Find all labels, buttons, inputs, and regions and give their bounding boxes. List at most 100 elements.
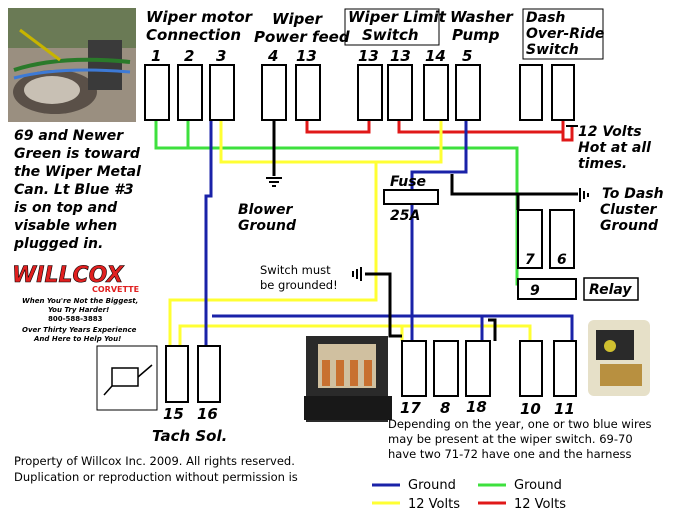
heading-wiper-motor-1: Wiper motor <box>146 8 254 26</box>
terminal-number: 4 <box>267 47 278 65</box>
fuse-label: Fuse <box>390 174 426 190</box>
headings: Wiper motor Connection Wiper Power feed … <box>146 8 604 58</box>
legend-label-blue: Ground <box>408 478 456 493</box>
terminal-number: 18 <box>466 398 487 416</box>
dash-ground-label-2: Cluster <box>600 202 658 218</box>
terminal-18 <box>465 340 491 397</box>
terminal-10 <box>519 340 543 397</box>
terminal-number: 6 <box>557 252 567 268</box>
dash-override-box <box>522 8 604 60</box>
terminal-2 <box>177 64 203 121</box>
heading-wiper-limit-1: Wiper Limit <box>348 8 447 26</box>
blue-wire-3 <box>204 120 213 346</box>
note-line: visable when <box>14 218 117 234</box>
terminal-13b <box>357 64 383 121</box>
logo-phone: 800-588-3883 <box>48 315 103 323</box>
green-wire-branch <box>154 120 188 150</box>
terminal-14 <box>423 64 449 121</box>
yellow-wire-fuse <box>168 162 378 346</box>
wiper-motor-photo <box>8 8 136 122</box>
willcox-logo: WILLCOX CORVETTE When You're Not the Big… <box>12 263 139 343</box>
terminal-4 <box>261 64 287 121</box>
terminal-dash-a <box>519 64 543 121</box>
note-line: plugged in. <box>13 236 103 252</box>
terminal-8 <box>433 340 459 397</box>
dash-ground-label-1: To Dash <box>602 186 664 202</box>
note-line: the Wiper Metal <box>14 164 141 180</box>
terminal-dash-b <box>551 64 575 121</box>
switch-grounded-label-1: Switch must <box>260 263 331 277</box>
wiper-switch-photo <box>304 336 392 422</box>
ground-symbol-dash <box>579 188 589 202</box>
red-wire-13 <box>305 120 371 134</box>
dash-ground-label-3: Ground <box>600 218 659 234</box>
green-wire-note: 69 and Newer Green is toward the Wiper M… <box>13 128 141 252</box>
switch-ground-wire <box>365 272 402 338</box>
legend-label-green: Ground <box>514 478 562 493</box>
heading-washer-1: Washer <box>450 8 514 26</box>
terminal-11 <box>553 340 577 397</box>
copyright-line: Property of Willcox Inc. 2009. All right… <box>14 454 295 468</box>
dash-ground-wire <box>450 174 578 210</box>
heading-wiper-motor-2: Connection <box>146 26 241 44</box>
note-line: is on top and <box>14 200 118 216</box>
tach-sol-label: Tach Sol. <box>152 427 227 445</box>
note-line: Depending on the year, one or two blue w… <box>388 417 652 431</box>
note-line: may be present at the wiper switch. 69-7… <box>388 432 633 446</box>
red-wire-14 <box>397 120 565 134</box>
terminal-numbers: 1 2 3 4 13 13 13 14 5 7 6 9 17 8 18 10 1… <box>151 47 575 423</box>
terminal-number: 14 <box>425 47 446 65</box>
heading-dash-2: Over-Ride <box>526 26 604 42</box>
fuse-rating: 25A <box>390 208 420 224</box>
blue-wire-note: Depending on the year, one or two blue w… <box>388 417 652 461</box>
note-line: have two 71-72 have one and the harness <box>388 447 632 461</box>
logo-tagline: And Here to Help You! <box>33 335 121 343</box>
labels: Fuse 25A Blower Ground 12 Volts Hot at a… <box>152 124 664 445</box>
logo-tagline: You Try Harder! <box>48 306 109 314</box>
wiper-limit-box <box>344 8 440 46</box>
twelve-volts-label-1: 12 Volts <box>578 124 642 140</box>
ground-symbol-switch <box>352 267 362 281</box>
terminal-7 <box>517 209 543 269</box>
heading-wiper-power-2: Power feed <box>254 28 350 46</box>
logo-tagline: When You're Not the Biggest, <box>22 297 138 305</box>
note-line: 69 and Newer <box>14 128 124 144</box>
copyright: Property of Willcox Inc. 2009. All right… <box>14 454 298 484</box>
tach-solenoid-sketch <box>96 345 158 411</box>
terminal-number: 1 <box>151 47 161 65</box>
relay-label: Relay <box>589 282 632 298</box>
blue-wire-washer <box>410 120 468 341</box>
heading-dash-1: Dash <box>526 10 565 26</box>
terminal-13c <box>387 64 413 121</box>
yellow-wire-power <box>219 120 443 164</box>
terminal-number: 13 <box>296 47 317 65</box>
terminal-number: 11 <box>554 400 575 418</box>
relay-photo <box>588 320 650 396</box>
blower-ground-label-1: Blower <box>238 202 294 218</box>
yellow-wire-tach <box>178 324 532 346</box>
twelve-volts-label-3: times. <box>578 156 627 172</box>
legend: Ground Ground 12 Volts 12 Volts <box>372 478 566 512</box>
switch-grounded-label-2: be grounded! <box>260 278 338 292</box>
terminal-number: 8 <box>440 399 450 417</box>
legend-label-yellow: 12 Volts <box>408 497 460 512</box>
logo-brand: WILLCOX <box>12 263 125 288</box>
legend-label-red: 12 Volts <box>514 497 566 512</box>
terminal-number: 5 <box>462 47 472 65</box>
terminal-6 <box>549 209 575 269</box>
logo-sub: CORVETTE <box>92 285 139 294</box>
heading-washer-2: Pump <box>452 26 500 44</box>
fuse-box <box>383 189 439 205</box>
terminal-number: 2 <box>184 47 194 65</box>
terminal-5 <box>455 64 481 121</box>
terminal-number: 7 <box>525 252 535 268</box>
terminal-16 <box>197 345 221 403</box>
blower-ground-label-2: Ground <box>238 218 297 234</box>
terminal-number: 17 <box>400 399 421 417</box>
terminal-1 <box>144 64 170 121</box>
red-wire-feed <box>561 126 574 142</box>
terminal-17 <box>401 340 427 397</box>
terminal-15 <box>165 345 189 403</box>
terminal-number: 16 <box>197 405 218 423</box>
